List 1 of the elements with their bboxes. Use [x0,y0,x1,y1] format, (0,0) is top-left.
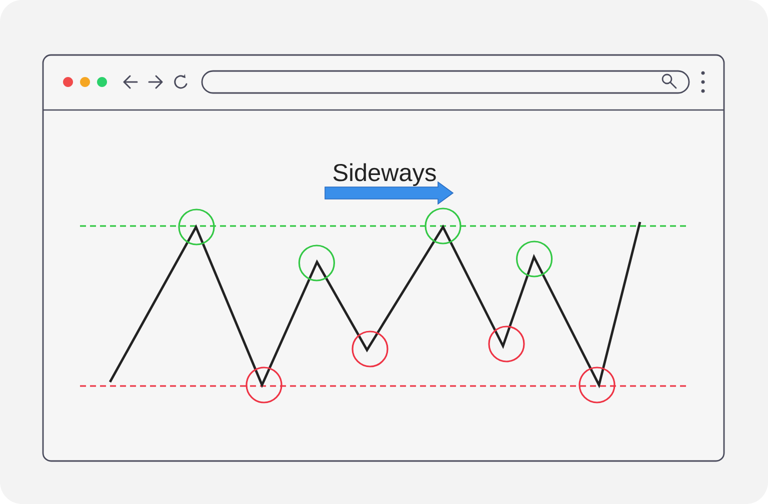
trend-label: Sideways [333,163,436,186]
